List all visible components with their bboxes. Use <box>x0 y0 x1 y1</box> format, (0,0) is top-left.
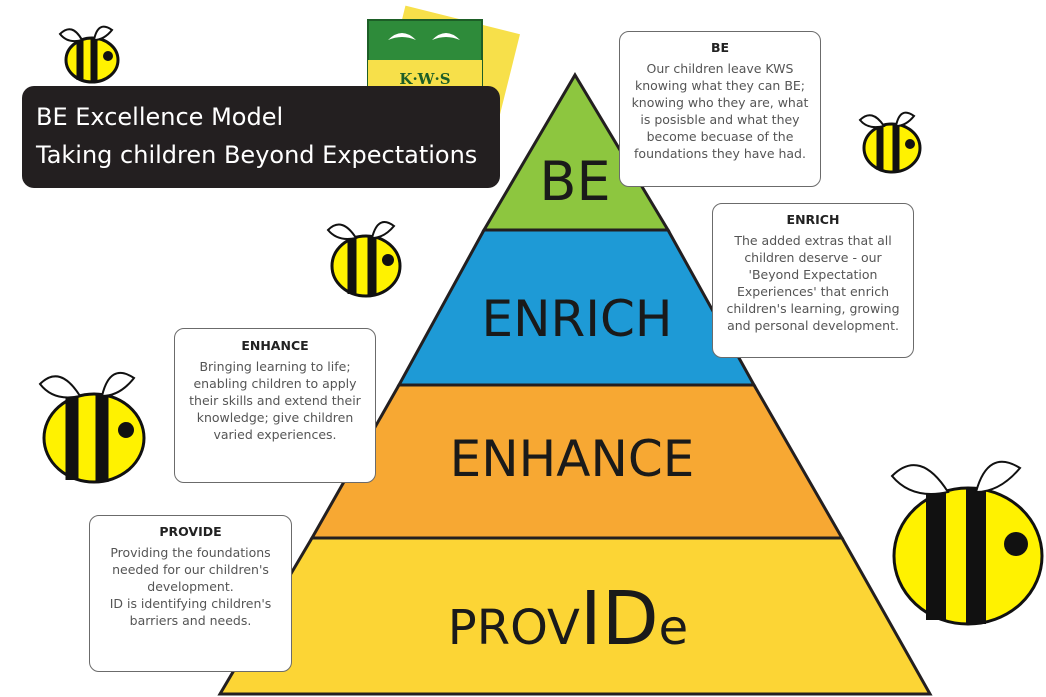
logo-text: K·W·S <box>399 70 451 88</box>
info-box-provide: PROVIDE Providing the foundations needed… <box>89 515 292 672</box>
banner-title: BE Excellence Model <box>36 103 284 131</box>
info-body-provide-1: Providing the foundations needed for our… <box>110 545 271 594</box>
provide-id: ID <box>579 576 659 662</box>
info-box-be: BE Our children leave KWS knowing what t… <box>619 31 821 187</box>
bee-icon <box>890 460 1044 626</box>
bee-icon <box>858 111 922 174</box>
info-body-be: Our children leave KWS knowing what they… <box>631 61 809 161</box>
bee-icon <box>58 25 120 84</box>
provide-suffix: e <box>658 600 689 656</box>
tier-label-enhance: ENHANCE <box>449 430 695 488</box>
info-heading-enrich: ENRICH <box>786 212 840 227</box>
provide-prefix: PROV <box>447 600 580 656</box>
bee-icon <box>38 372 146 484</box>
banner-subtitle: Taking children Beyond Expectations <box>36 141 478 169</box>
info-heading-enhance: ENHANCE <box>241 338 309 353</box>
info-body-provide-2: ID is identifying children's barriers an… <box>109 596 272 628</box>
tier-label-be: BE <box>539 150 611 213</box>
title-banner: BE Excellence Model Taking children Beyo… <box>22 86 500 188</box>
info-heading-provide: PROVIDE <box>159 524 222 539</box>
info-box-enrich: ENRICH The added extras that all childre… <box>712 203 914 358</box>
info-heading-be: BE <box>710 40 730 55</box>
info-body-enhance: Bringing learning to life; enabling chil… <box>189 359 361 442</box>
info-body-enrich: The added extras that all children deser… <box>726 233 900 333</box>
tier-label-enrich: ENRICH <box>481 290 673 348</box>
tier-label-provide: PROVIDe <box>448 576 688 662</box>
info-box-enhance: ENHANCE Bringing learning to life; enabl… <box>174 328 376 483</box>
bee-icon <box>326 221 402 298</box>
